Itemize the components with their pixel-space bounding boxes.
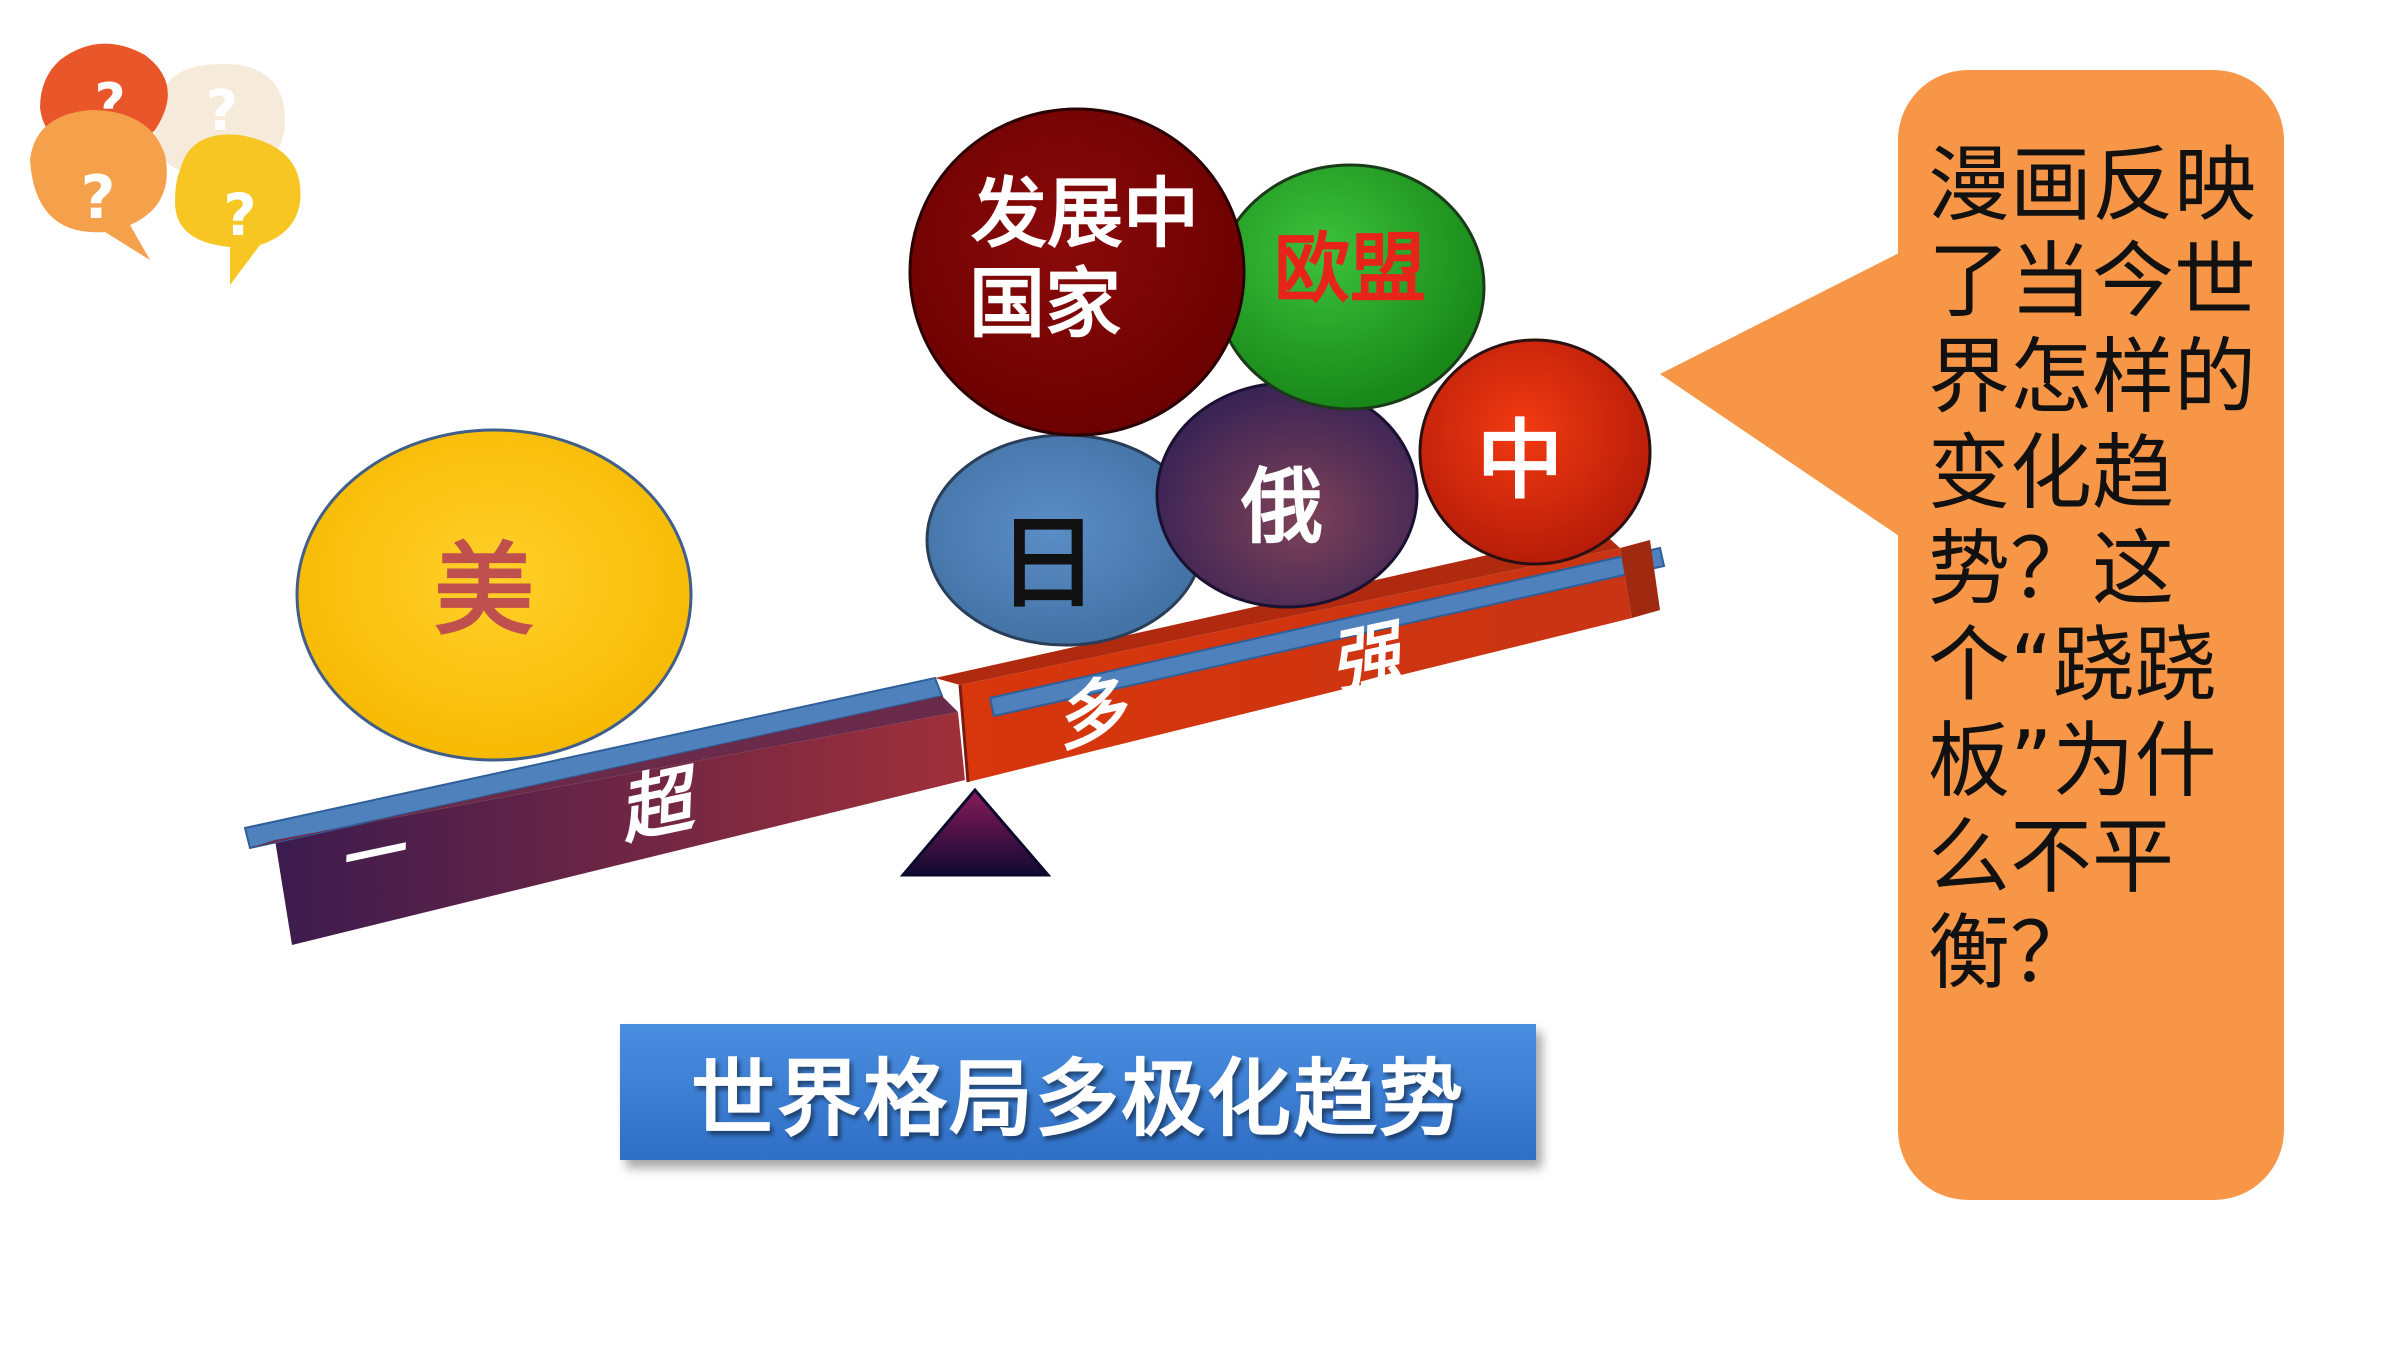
svg-text:?: ? <box>206 79 238 144</box>
ball-russia-label: 俄 <box>1240 460 1323 555</box>
ball-usa-label: 美 <box>434 532 534 649</box>
ball-developing-label-line1: 发展中 <box>971 169 1199 258</box>
board-left-face <box>275 712 965 945</box>
callout-bubble <box>1660 70 2284 1200</box>
ball-developing-countries: 发展中 国家 <box>908 107 1246 437</box>
seesaw-board <box>243 530 1666 945</box>
ball-usa: 美 <box>295 428 693 762</box>
question-text: 漫画反映了当今世界怎样的变化趋势？这个“跷跷板”为什么不平衡？ <box>1928 138 2257 1001</box>
question-bubbles-icon: ? ? ? ? <box>30 43 301 285</box>
title-banner: 世界格局多极化趋势 <box>620 1024 1536 1160</box>
ball-eu: 欧盟 <box>1214 163 1486 411</box>
ball-japan-label: 日 <box>998 505 1098 622</box>
board-right-top <box>988 546 1666 718</box>
fulcrum-triangle <box>899 787 1052 877</box>
title-text: 世界格局多极化趋势 <box>690 1049 1465 1148</box>
ball-eu-label: 欧盟 <box>1274 224 1426 313</box>
ball-china: 中 <box>1418 338 1652 566</box>
ball-russia: 俄 <box>1155 381 1419 609</box>
svg-text:?: ? <box>81 163 116 233</box>
svg-text:?: ? <box>223 181 257 249</box>
ball-developing-label-line2: 国家 <box>969 259 1121 348</box>
ball-japan: 日 <box>925 433 1205 647</box>
ball-china-label: 中 <box>1477 411 1563 511</box>
